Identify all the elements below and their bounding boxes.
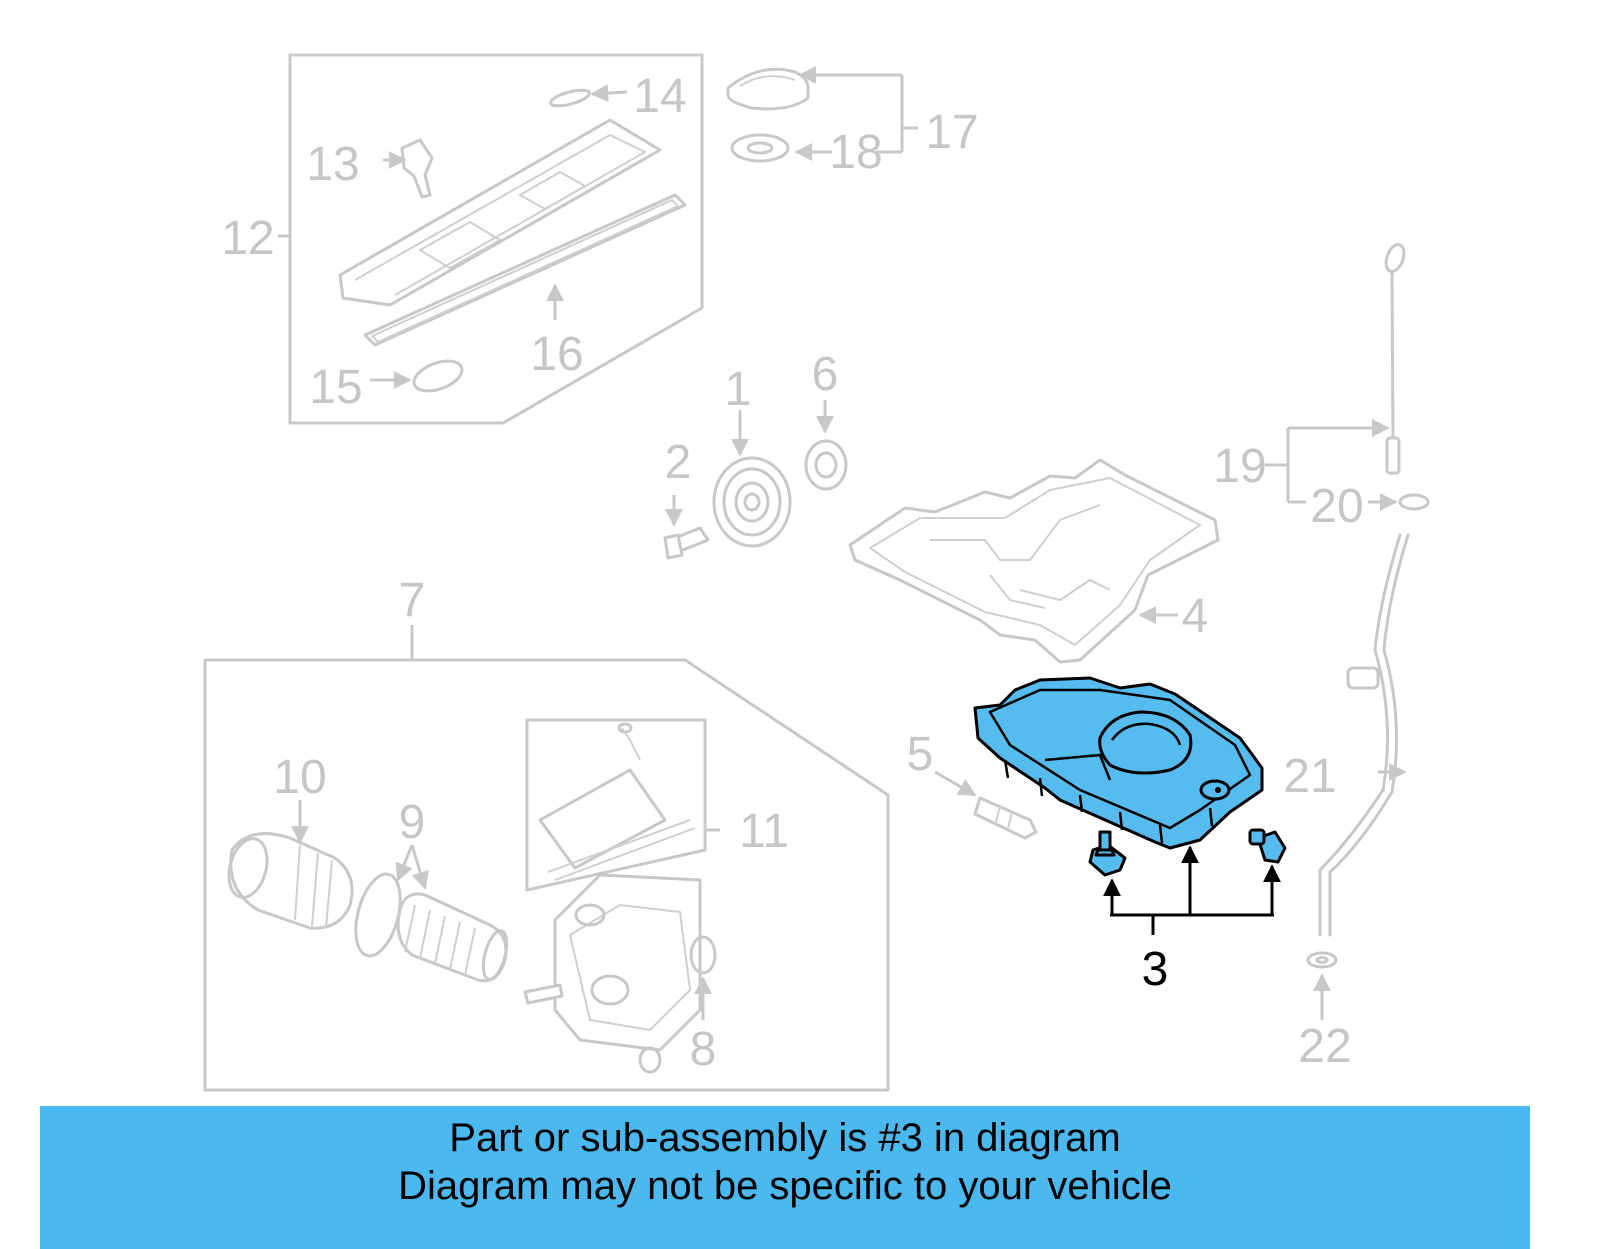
front-cover-group-7	[203, 625, 890, 1092]
lower-oil-pan-part-3	[973, 676, 1287, 935]
callout-14: 14	[633, 70, 686, 123]
callout-9: 9	[399, 796, 426, 849]
oil-filler-cap-group	[726, 66, 918, 163]
callout-13: 13	[306, 138, 359, 191]
callout-22: 22	[1298, 1020, 1351, 1073]
upper-oil-pan-group-4	[848, 458, 1220, 664]
callout-19: 19	[1213, 440, 1266, 493]
callout-17: 17	[925, 106, 978, 159]
callout-16: 16	[530, 328, 583, 381]
dipstick-group	[1265, 243, 1430, 1020]
callout-21: 21	[1283, 750, 1336, 803]
callout-18: 18	[829, 126, 882, 179]
banner-line-part-number: Part or sub-assembly is #3 in diagram	[449, 1116, 1121, 1160]
callout-5: 5	[907, 728, 934, 781]
valve-cover-group-12	[278, 53, 704, 425]
callout-labels: 1 2 3 4 5 6 7 8 9 10 11 12 13 14 15 16 1…	[221, 70, 1363, 1076]
callout-12: 12	[221, 212, 274, 265]
banner-line-disclaimer: Diagram may not be specific to your vehi…	[398, 1164, 1172, 1208]
callout-15: 15	[309, 361, 362, 414]
info-banner: Part or sub-assembly is #3 in diagram Di…	[40, 1106, 1530, 1249]
crank-pulley-group	[663, 400, 848, 560]
callout-20: 20	[1310, 480, 1363, 533]
callout-11: 11	[739, 805, 789, 858]
callout-7: 7	[399, 574, 426, 627]
callout-8: 8	[690, 1023, 717, 1076]
callout-2: 2	[665, 436, 692, 489]
callout-1: 1	[725, 363, 752, 416]
callout-6: 6	[812, 348, 839, 401]
callout-10: 10	[273, 751, 326, 804]
callout-3: 3	[1142, 943, 1169, 996]
callout-4: 4	[1182, 590, 1209, 643]
drain-plug-5	[934, 770, 1038, 840]
